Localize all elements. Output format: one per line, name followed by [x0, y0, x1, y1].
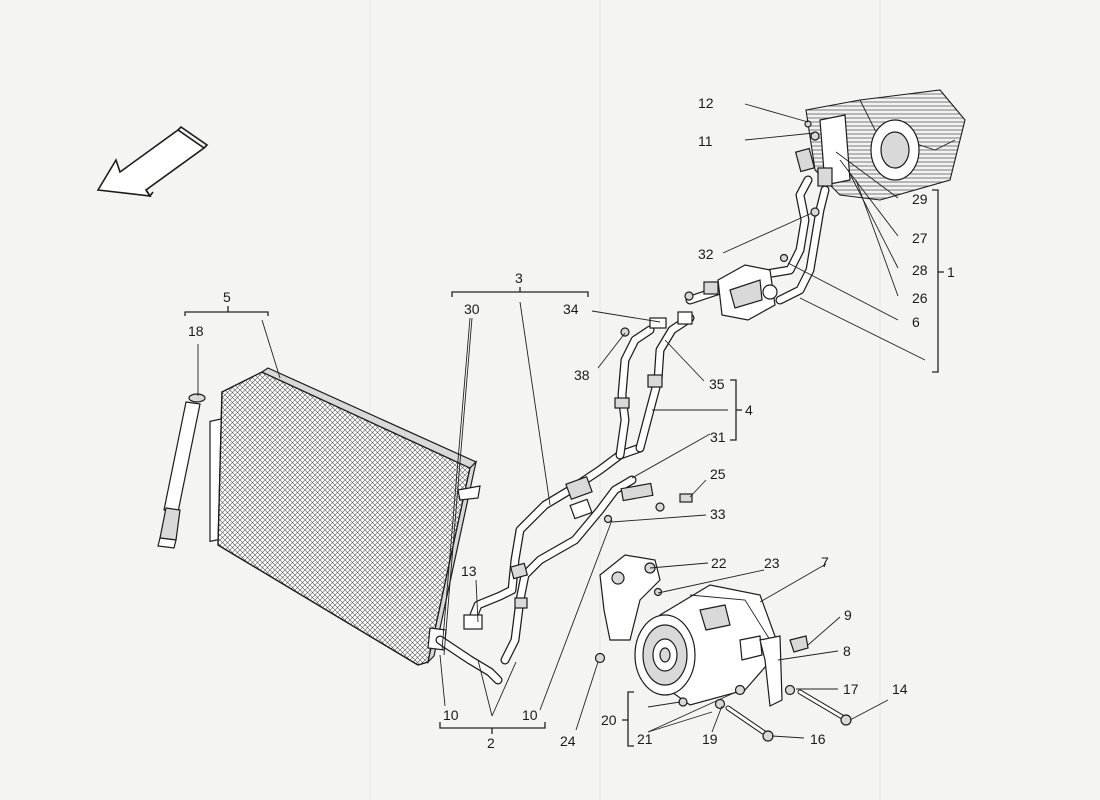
grouping-braces	[184, 189, 944, 747]
callout-16: 16	[810, 731, 826, 747]
expansion-valve	[703, 264, 778, 321]
callout-20: 20	[601, 712, 617, 728]
callout-31: 31	[710, 429, 726, 445]
callout-2: 2	[487, 735, 495, 751]
callout-28: 28	[912, 262, 928, 278]
callout-32: 32	[698, 246, 714, 262]
callout-11: 11	[698, 133, 713, 149]
refrigerant-hoses	[435, 175, 830, 685]
callout-12: 12	[698, 95, 714, 111]
receiver-dryer	[157, 393, 206, 549]
callout-35: 35	[709, 376, 725, 392]
callout-3: 3	[515, 270, 523, 286]
callout-34: 34	[563, 301, 579, 317]
callout-4: 4	[745, 402, 753, 418]
callout-8: 8	[843, 643, 851, 659]
callout-14: 14	[892, 681, 908, 697]
callout-22: 22	[711, 555, 727, 571]
callout-38: 38	[574, 367, 590, 383]
evaporator-block	[779, 89, 966, 263]
callout-6: 6	[912, 314, 920, 330]
mounting-hardware	[594, 635, 852, 742]
callout-10-left: 10	[443, 707, 459, 723]
callout-29: 29	[912, 191, 928, 207]
callout-19: 19	[702, 731, 718, 747]
leader-lines	[197, 103, 926, 739]
callout-26: 26	[912, 290, 928, 306]
callout-13: 13	[461, 563, 477, 579]
callout-18: 18	[188, 323, 204, 339]
callout-30: 30	[464, 301, 480, 317]
callout-1: 1	[947, 264, 955, 280]
callout-labels: 1 2 3 4 5 6 7 8 9 10 10 10 11 12 13 14 1…	[188, 95, 955, 751]
callout-27: 27	[912, 230, 928, 246]
callout-24: 24	[560, 733, 576, 749]
condenser	[209, 367, 481, 666]
compressor	[634, 584, 781, 706]
callout-17: 17	[843, 681, 859, 697]
callout-5: 5	[223, 289, 231, 305]
callout-25: 25	[710, 466, 726, 482]
callout-10-right: 10	[522, 707, 538, 723]
callout-23: 23	[764, 555, 780, 571]
callout-33: 33	[710, 506, 726, 522]
callout-7: 7	[821, 554, 829, 570]
callout-9: 9	[844, 607, 852, 623]
hose-fittings	[463, 291, 694, 630]
direction-arrow-icon	[96, 125, 209, 198]
callout-21: 21	[637, 731, 653, 747]
